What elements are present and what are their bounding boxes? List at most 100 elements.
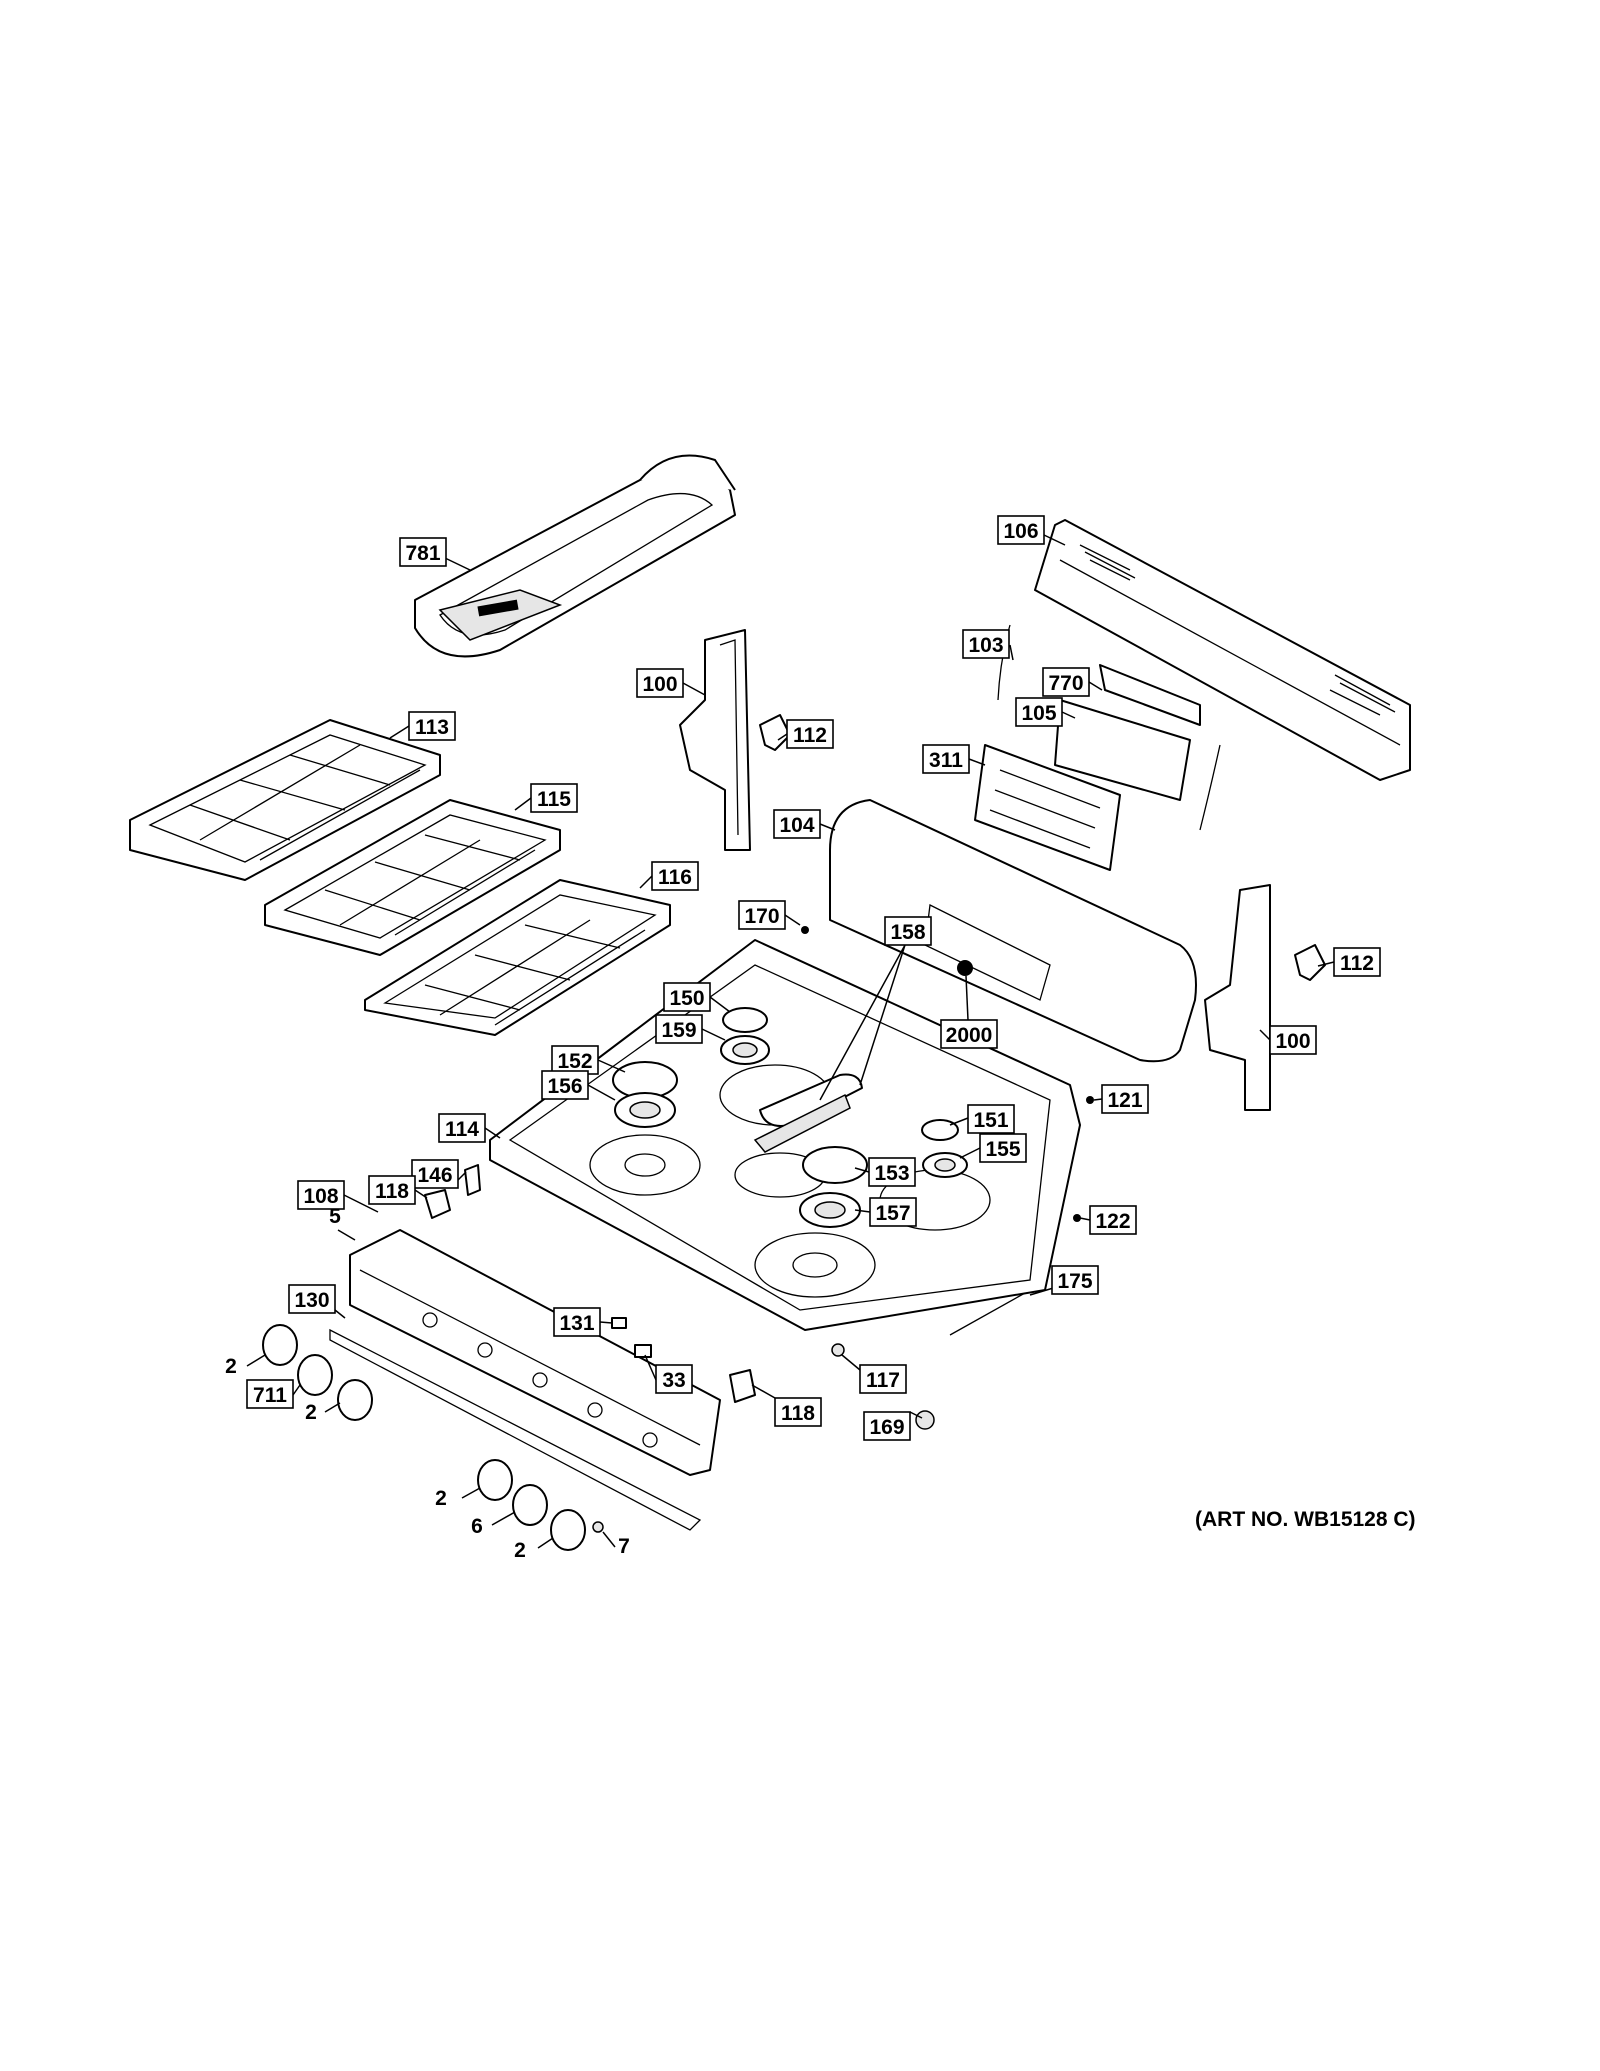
- grate-right-part: [364, 879, 671, 1036]
- burner-head-157-part: [799, 1192, 861, 1228]
- svg-text:170: 170: [744, 905, 779, 928]
- svg-text:122: 122: [1095, 1210, 1130, 1233]
- foot-169-part: [915, 1410, 935, 1430]
- callout-121: 121: [1101, 1084, 1149, 1114]
- grate-middle-part: [264, 799, 561, 956]
- svg-text:153: 153: [874, 1162, 909, 1185]
- label-2-knob-upper-right: 2: [305, 1401, 317, 1424]
- callout-781: 781: [399, 537, 447, 567]
- callout-113: 113: [408, 711, 456, 741]
- callout-130: 130: [288, 1284, 336, 1314]
- callout-169: 169: [863, 1411, 911, 1441]
- callout-152: 152: [551, 1045, 599, 1075]
- label-6: 6: [471, 1515, 483, 1538]
- callout-100-left: 100: [636, 668, 684, 698]
- svg-text:100: 100: [642, 673, 677, 696]
- svg-text:116: 116: [658, 866, 692, 889]
- svg-text:157: 157: [875, 1202, 910, 1225]
- callout-2000: 2000: [940, 1019, 998, 1049]
- knob-upper-1: [262, 1324, 298, 1366]
- knob-upper-2: [297, 1354, 333, 1396]
- knob-lower-3: [550, 1509, 586, 1551]
- svg-text:131: 131: [559, 1312, 594, 1335]
- svg-text:105: 105: [1021, 702, 1056, 725]
- burner-head-156-part: [614, 1092, 676, 1128]
- knob-clip-7-part: [592, 1521, 604, 1533]
- svg-text:159: 159: [661, 1019, 696, 1042]
- svg-text:130: 130: [294, 1289, 329, 1312]
- svg-text:112: 112: [1340, 952, 1374, 975]
- svg-text:117: 117: [866, 1369, 900, 1392]
- griddle-part: [414, 454, 736, 658]
- callout-175: 175: [1051, 1265, 1099, 1295]
- svg-text:2000: 2000: [946, 1024, 993, 1047]
- svg-text:108: 108: [303, 1185, 338, 1208]
- label-2-knob-upper-left: 2: [225, 1355, 237, 1378]
- callout-104: 104: [773, 809, 821, 839]
- svg-text:103: 103: [968, 634, 1003, 657]
- svg-text:33: 33: [662, 1369, 685, 1392]
- svg-text:113: 113: [415, 716, 449, 739]
- knob-upper-3: [337, 1379, 373, 1421]
- label-2-knob-lower-right: 2: [514, 1539, 526, 1562]
- callout-33: 33: [655, 1364, 693, 1394]
- callout-711: 711: [246, 1379, 294, 1409]
- clip-118-upper-part: [424, 1189, 451, 1219]
- callout-106: 106: [997, 515, 1045, 545]
- callout-146: 146: [411, 1159, 459, 1189]
- bracket-clip-upper-part: [759, 714, 791, 751]
- svg-text:156: 156: [547, 1075, 582, 1098]
- callout-116: 116: [651, 861, 699, 891]
- callout-131: 131: [553, 1307, 601, 1337]
- callout-112-lower: 112: [1333, 947, 1381, 977]
- callout-170: 170: [738, 900, 786, 930]
- foot-117-part: [831, 1343, 845, 1357]
- callout-159: 159: [655, 1014, 703, 1044]
- grate-left-part: [129, 719, 441, 881]
- knob-lower-2: [512, 1484, 548, 1526]
- bracket-clip-lower-part: [1294, 944, 1326, 981]
- screw-170-part: [801, 926, 809, 934]
- svg-text:118: 118: [781, 1402, 815, 1425]
- svg-text:121: 121: [1107, 1089, 1142, 1112]
- callout-105: 105: [1015, 697, 1063, 727]
- control-overlay-part: [974, 744, 1121, 871]
- callout-156: 156: [541, 1070, 589, 1100]
- svg-text:100: 100: [1275, 1030, 1310, 1053]
- spark-module-33-part: [634, 1344, 652, 1358]
- svg-text:311: 311: [929, 749, 963, 772]
- svg-text:150: 150: [669, 987, 704, 1010]
- callout-114: 114: [438, 1113, 486, 1143]
- vent-trim-part: [1034, 519, 1411, 781]
- callout-118-lower: 118: [774, 1397, 822, 1427]
- clip-118-lower-part: [729, 1369, 756, 1403]
- burner-head-155-part: [922, 1152, 968, 1178]
- svg-text:781: 781: [405, 542, 440, 565]
- svg-text:169: 169: [869, 1416, 904, 1439]
- knob-panel-part: [329, 1328, 702, 1531]
- knob-lower-1: [477, 1459, 513, 1501]
- label-7: 7: [618, 1535, 630, 1558]
- callout-153: 153: [868, 1157, 916, 1187]
- callout-311: 311: [922, 744, 970, 774]
- side-trim-right-part: [1204, 884, 1271, 1111]
- svg-text:118: 118: [375, 1180, 409, 1203]
- callout-770: 770: [1042, 667, 1090, 697]
- callout-117: 117: [859, 1364, 907, 1394]
- callout-155: 155: [979, 1133, 1027, 1163]
- callout-100-right: 100: [1269, 1025, 1317, 1055]
- burner-cap-150-part: [722, 1007, 768, 1033]
- svg-text:146: 146: [417, 1164, 452, 1187]
- spark-switch-131-part: [611, 1317, 627, 1329]
- screw-122-part: [1073, 1214, 1081, 1222]
- valve-bracket-146-part: [464, 1164, 481, 1196]
- callout-158: 158: [884, 916, 932, 946]
- callout-150: 150: [663, 982, 711, 1012]
- svg-text:106: 106: [1003, 520, 1038, 543]
- callout-157: 157: [869, 1197, 917, 1227]
- side-trim-left-part: [679, 629, 751, 851]
- callout-151: 151: [967, 1104, 1015, 1134]
- svg-text:155: 155: [985, 1138, 1020, 1161]
- callout-112-upper: 112: [786, 719, 834, 749]
